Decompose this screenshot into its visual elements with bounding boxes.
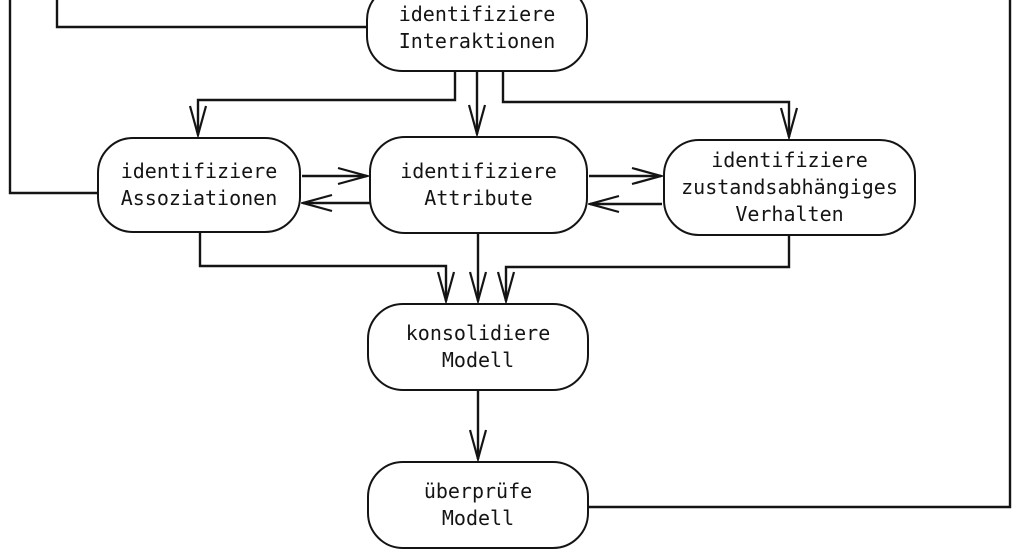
node-konsolidiere-modell: konsolidiere Modell: [367, 303, 589, 391]
node-label: identifiziere zustandsabhängiges Verhalt…: [681, 148, 898, 226]
edge-ueberpruefe-feedback-loop: [588, 0, 1012, 509]
edge-interaktionen-to-assoziationen: [198, 71, 457, 135]
node-label: überprüfe Modell: [423, 479, 533, 530]
node-identifiziere-attribute: identifiziere Attribute: [369, 136, 588, 234]
node-label: identifiziere Attribute: [400, 159, 557, 210]
node-ueberpruefe-modell: überprüfe Modell: [367, 461, 589, 549]
edge-topleft-feedback-to-assoziationen: [8, 0, 98, 195]
node-identifiziere-assoziationen: identifiziere Assoziationen: [97, 137, 301, 233]
node-identifiziere-interaktionen: identifiziere Interaktionen: [366, 0, 588, 72]
edge-interaktionen-to-zustand: [501, 71, 789, 137]
node-label: identifiziere Interaktionen: [398, 2, 556, 53]
edge-zustand-to-konsolidiere: [506, 234, 791, 301]
node-label: konsolidiere Modell: [405, 321, 551, 372]
edge-assoziationen-to-konsolidiere: [198, 231, 446, 301]
node-identifiziere-zustandsabhaengiges-verhalten: identifiziere zustandsabhängiges Verhalt…: [663, 139, 916, 236]
edge-top-feedback-to-interaktionen: [55, 0, 368, 29]
node-label: identifiziere Assoziationen: [120, 159, 278, 210]
